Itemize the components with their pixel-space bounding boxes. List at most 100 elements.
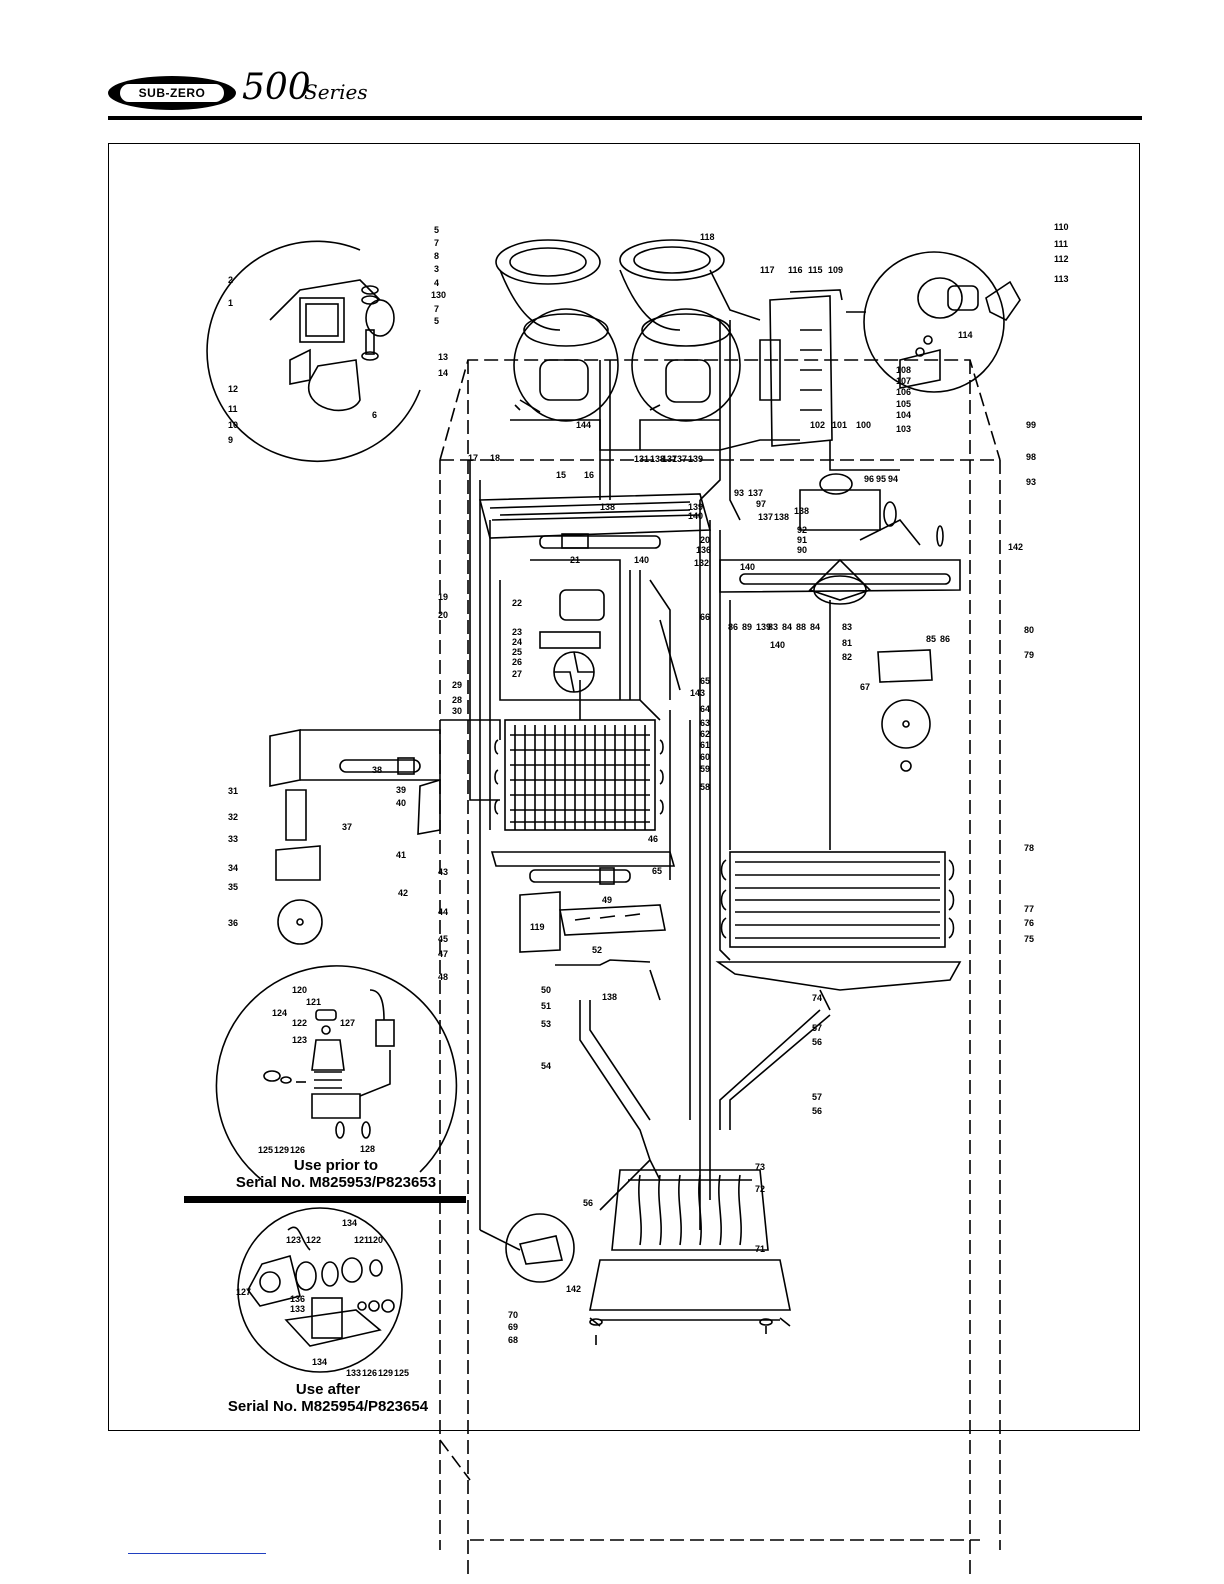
part-label: 129 xyxy=(378,1368,393,1378)
part-label: 121 xyxy=(306,997,321,1007)
part-label: 144 xyxy=(576,420,591,430)
part-label: 13 xyxy=(438,352,448,362)
part-label: 56 xyxy=(583,1198,593,1208)
part-label: 57 xyxy=(812,1023,822,1033)
part-label: 73 xyxy=(755,1162,765,1172)
part-label: 54 xyxy=(541,1061,551,1071)
part-label: 44 xyxy=(438,907,448,917)
part-label: 137 xyxy=(758,512,773,522)
part-label: 134 xyxy=(312,1357,327,1367)
part-label: 2 xyxy=(228,275,233,285)
part-label: 120 xyxy=(292,985,307,995)
part-label: 129 xyxy=(274,1145,289,1155)
part-label: 21 xyxy=(570,555,580,565)
part-label: 117 xyxy=(760,265,775,275)
part-label: 50 xyxy=(541,985,551,995)
part-label: 116 xyxy=(788,265,803,275)
part-label: 37 xyxy=(342,822,352,832)
part-label: 95 xyxy=(876,474,886,484)
part-label: 99 xyxy=(1026,420,1036,430)
part-label: 68 xyxy=(508,1335,518,1345)
note-after-line2: Serial No. M825954/P823654 xyxy=(227,1398,429,1415)
part-label: 122 xyxy=(306,1235,321,1245)
part-label: 108 xyxy=(896,365,911,375)
compressor-right xyxy=(631,308,741,422)
water-valve-bottom xyxy=(505,1213,575,1283)
part-label: 72 xyxy=(755,1184,765,1194)
part-label: 65 xyxy=(700,676,710,686)
thermostat-right xyxy=(877,649,933,772)
part-label: 12 xyxy=(228,384,238,394)
part-label: 113 xyxy=(1054,274,1069,284)
part-label: 83 xyxy=(768,622,778,632)
series-word: Series xyxy=(304,80,368,104)
part-label: 122 xyxy=(292,1018,307,1028)
part-label: 84 xyxy=(782,622,792,632)
series-logo: 500 Series xyxy=(240,67,370,116)
part-label: 96 xyxy=(864,474,874,484)
part-label: 66 xyxy=(700,612,710,622)
condenser-fan xyxy=(808,558,872,605)
part-label: 138 xyxy=(602,992,617,1002)
part-label: 137 xyxy=(748,488,763,498)
part-label: 16 xyxy=(584,470,594,480)
part-label: 98 xyxy=(1026,452,1036,462)
part-label: 124 xyxy=(272,1008,287,1018)
part-label: 84 xyxy=(810,622,820,632)
detail-circle-relay xyxy=(206,240,421,463)
part-label: 142 xyxy=(1008,542,1023,552)
part-label: 86 xyxy=(940,634,950,644)
part-label: 52 xyxy=(592,945,602,955)
part-label: 103 xyxy=(896,424,911,434)
part-label: 67 xyxy=(860,682,870,692)
series-number: 500 xyxy=(242,67,311,108)
part-label: 69 xyxy=(508,1322,518,1332)
note-prior: Use prior to Serial No. M825953/P823653 xyxy=(220,1157,452,1191)
part-label: 36 xyxy=(228,918,238,928)
part-label: 71 xyxy=(755,1244,765,1254)
part-label: 41 xyxy=(396,850,406,860)
part-label: 91 xyxy=(797,535,807,545)
part-label: 35 xyxy=(228,882,238,892)
part-label: 138 xyxy=(650,454,665,464)
part-label: 46 xyxy=(648,834,658,844)
part-label: 56 xyxy=(812,1106,822,1116)
part-label: 76 xyxy=(1024,918,1034,928)
part-label: 143 xyxy=(690,688,705,698)
part-label: 82 xyxy=(842,652,852,662)
part-label: 24 xyxy=(512,637,522,647)
part-label: 133 xyxy=(290,1304,305,1314)
part-label: 125 xyxy=(394,1368,409,1378)
part-label: 127 xyxy=(340,1018,355,1028)
part-label: 77 xyxy=(1024,904,1034,914)
part-label: 49 xyxy=(602,895,612,905)
part-label: 20 xyxy=(700,535,710,545)
part-label: 63 xyxy=(700,718,710,728)
part-label: 140 xyxy=(688,511,703,521)
part-label: 7 xyxy=(434,238,439,248)
part-label: 10 xyxy=(228,420,238,430)
part-label: 64 xyxy=(700,704,710,714)
part-label: 119 xyxy=(530,922,545,932)
part-label: 1 xyxy=(228,298,233,308)
part-label: 60 xyxy=(700,752,710,762)
part-label: 30 xyxy=(452,706,462,716)
part-label: 29 xyxy=(452,680,462,690)
part-label: 20 xyxy=(438,610,448,620)
part-label: 132 xyxy=(694,558,709,568)
page-header: SUB-ZERO 500 Series xyxy=(108,67,1142,120)
part-label: 142 xyxy=(566,1284,581,1294)
refrigerant-tubing xyxy=(440,320,900,1251)
part-label: 14 xyxy=(438,368,448,378)
fan-shroud-top xyxy=(759,289,866,447)
part-label: 75 xyxy=(1024,934,1034,944)
part-label: 51 xyxy=(541,1001,551,1011)
evaporator-fan xyxy=(539,589,605,693)
version-separator xyxy=(184,1196,466,1203)
part-label: 31 xyxy=(228,786,238,796)
part-label: 40 xyxy=(396,798,406,808)
part-label: 127 xyxy=(236,1287,251,1297)
note-after: Use after Serial No. M825954/P823654 xyxy=(208,1381,448,1415)
part-label: 28 xyxy=(452,695,462,705)
